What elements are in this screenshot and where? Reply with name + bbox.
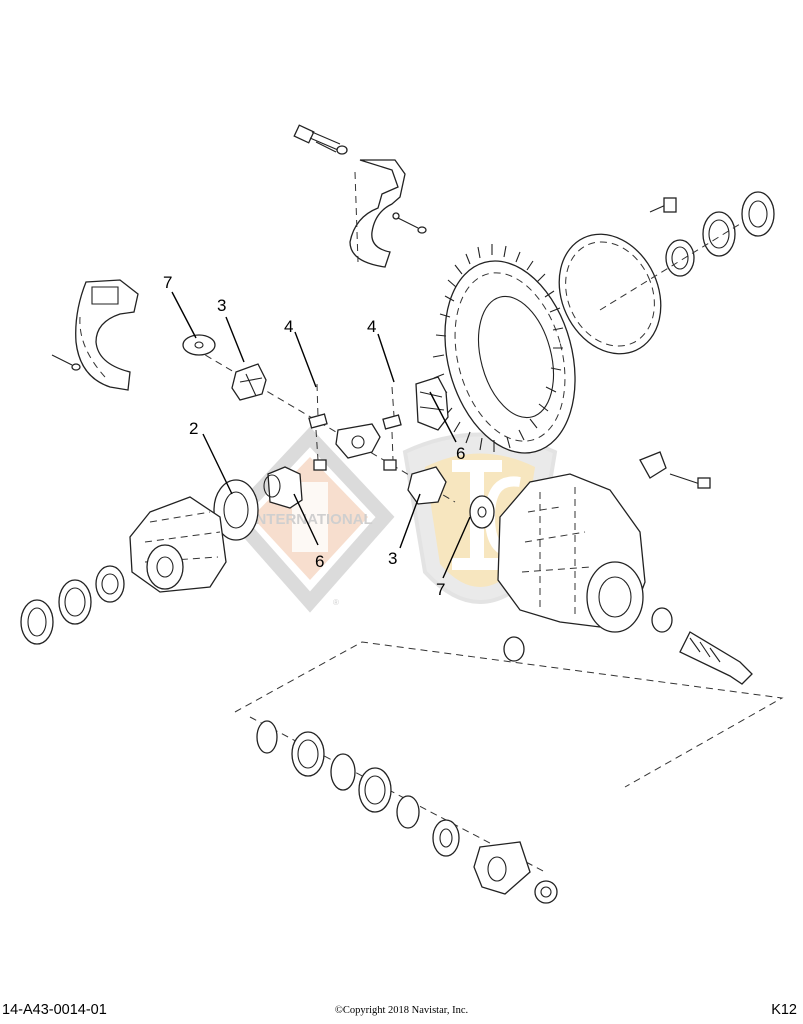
copyright-notice: ©Copyright 2018 Navistar, Inc. [334,1005,469,1016]
side-gear-thrust-washer [213,479,259,541]
callout-4-left: 4 [284,317,293,336]
callout-3-upper: 3 [217,296,226,315]
side-gear-upper [415,376,449,431]
page-code: K12 [771,1002,797,1018]
differential-spider-assembly [182,334,495,541]
callout-7-lower: 7 [436,580,445,599]
callout-6-left: 6 [315,552,324,571]
callout-3-lower: 3 [388,549,397,568]
registered-mark: ® [333,598,339,607]
callout-2: 2 [189,419,198,438]
left-bearing-cap-assembly [51,279,139,391]
callout-7-upper: 7 [163,273,172,292]
drive-pinion-assembly [503,607,753,685]
side-gear-lower [267,466,303,509]
drawing-number: 14-A43-0014-01 [2,1002,107,1018]
ring-gear-gasket [558,233,662,355]
differential-case-half [20,496,227,645]
international-logo-watermark: INTERNATIONAL ® [225,426,395,613]
thrust-washer-lower [469,495,495,529]
spider-cross [335,423,381,459]
logo-brand-text: INTERNATIONAL [251,511,372,528]
carrier-housing [497,451,711,633]
right-carrier-bearing-set [599,191,775,311]
thrust-washer-upper [182,334,216,356]
side-pinion-gear-lower [407,466,447,505]
callout-leaders [171,291,471,579]
pinion-bearing-inset [234,641,784,904]
callout-6-right: 6 [456,444,465,463]
side-pinion-gear-upper [231,363,267,401]
callout-4-right: 4 [367,317,376,336]
upper-bearing-cap-assembly [293,124,427,268]
ring-gear [432,244,576,454]
